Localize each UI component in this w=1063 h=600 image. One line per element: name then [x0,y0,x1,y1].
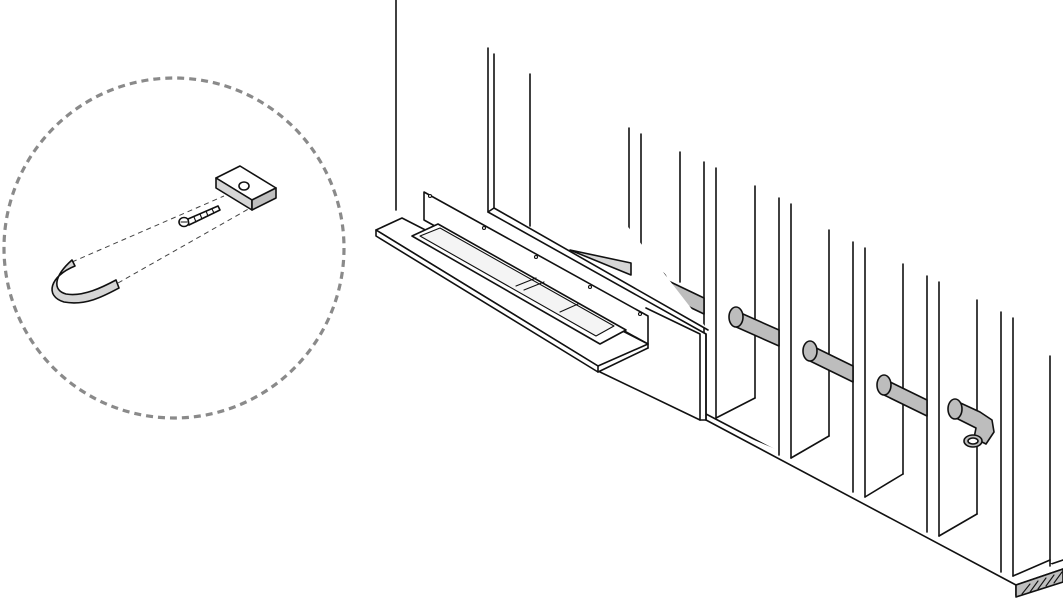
detail-callout [2,76,346,420]
clip-bracket-icon [51,259,120,304]
board-front [599,307,707,421]
guide-line-upper [71,195,225,263]
horizontal-pipe [652,271,928,417]
stud [976,299,1014,577]
guide-line-lower [117,206,253,284]
spacer-block-icon [215,165,277,211]
sill-end-hatch [1015,568,1063,598]
screw-icon [178,205,221,228]
stud [754,185,792,459]
main-view [375,0,1063,598]
drain-channel [375,191,649,373]
floor-sill [705,413,1063,598]
elbow-pipe-fitting [947,398,995,448]
callout-circle [2,76,346,420]
